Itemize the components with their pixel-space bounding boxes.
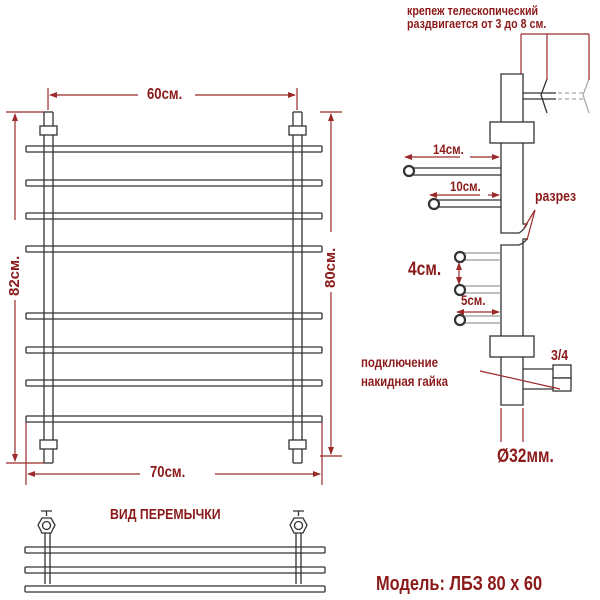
dim-height-right: 80см.	[322, 247, 339, 288]
left-post	[39, 111, 58, 464]
thread-size: 3/4	[551, 347, 569, 364]
mount-note-line1: крепеж телескопический	[407, 3, 539, 18]
front-view	[25, 111, 323, 464]
rails	[25, 145, 323, 423]
top-view	[24, 510, 326, 593]
connection-line2: накидная гайка	[361, 373, 448, 389]
dim-width-top: 60см.	[147, 86, 183, 103]
front-dimensions	[6, 88, 342, 485]
pipe-diameter: Ø32мм.	[497, 446, 554, 467]
side-dimensions	[404, 33, 590, 442]
dim-depth-14: 14см.	[433, 141, 464, 157]
dim-rail-spacing: 4см.	[408, 259, 442, 280]
dim-height-left: 82см.	[6, 255, 23, 296]
dim-width-bottom: 70см.	[150, 464, 186, 481]
dim-depth-5: 5см.	[461, 292, 486, 308]
dim-depth-10: 10см.	[450, 178, 481, 194]
side-view	[402, 73, 590, 406]
mount-note-line2: раздвигается от 3 до 8 см.	[407, 16, 547, 31]
right-post	[288, 111, 307, 464]
connection-line1: подключение	[361, 354, 439, 370]
top-view-title: ВИД ПЕРЕМЫЧКИ	[110, 506, 221, 523]
section-label: разрез	[535, 188, 577, 205]
model-label: Модель: ЛБЗ 80 х 60	[376, 573, 543, 595]
